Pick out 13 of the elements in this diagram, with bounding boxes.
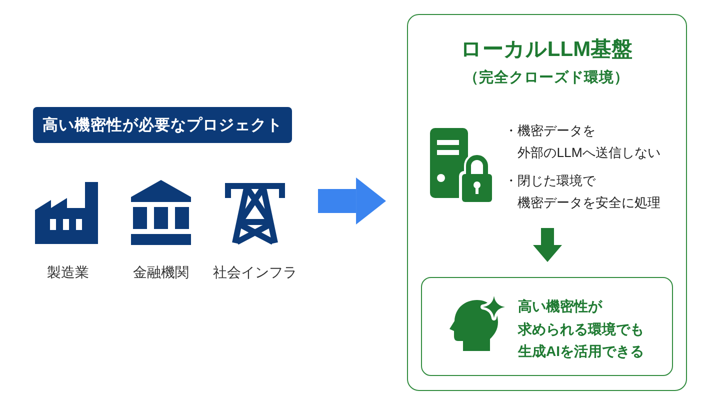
title-banner: 高い機密性が必要なプロジェクト: [33, 107, 292, 143]
block-arrow: [318, 178, 386, 224]
result-box: [420, 276, 672, 376]
bullet-text: ・機密データを外部のLLMへ送信しない: [504, 122, 660, 162]
category-label: 金融機関: [133, 263, 189, 282]
category-label: 製造業: [47, 263, 89, 282]
block-arrow: [533, 228, 562, 262]
panel-title: ローカルLLM基盤: [460, 36, 633, 62]
category-label: 社会インフラ: [213, 263, 297, 282]
bullet-text: ・閉じた環境で機密データを安全に処理: [504, 172, 661, 212]
rounded-panel: [407, 14, 687, 391]
panel-subtitle: （完全クローズド環境）: [464, 68, 629, 88]
result-text: 高い機密性が求められる環境でも生成AIを活用できる: [518, 297, 644, 361]
